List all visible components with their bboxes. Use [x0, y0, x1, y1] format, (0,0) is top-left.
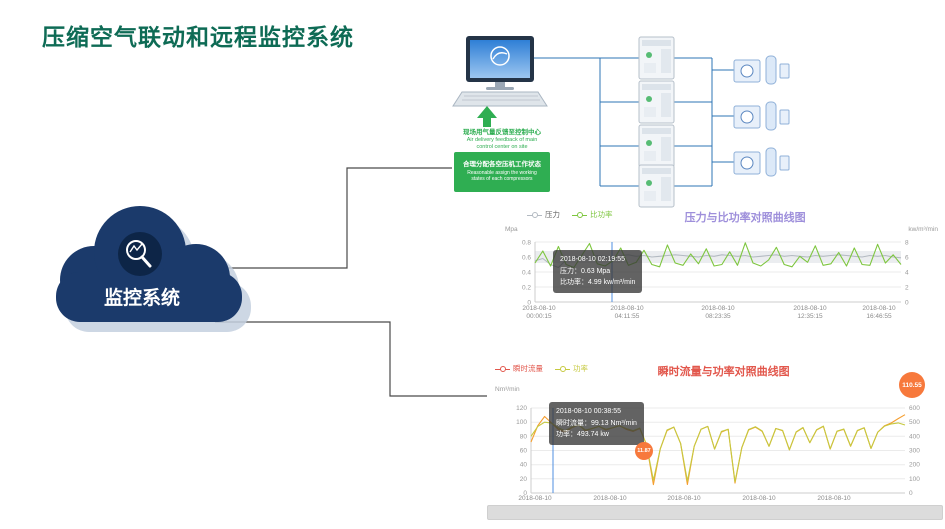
connector-line-top — [210, 167, 452, 269]
y-tick: 2 — [905, 285, 909, 292]
y-tick: 20 — [520, 476, 528, 483]
legend-label-pressure: 压力 — [545, 210, 560, 219]
dryer-unit-3 — [733, 147, 790, 177]
chart-pressure-power: 压力 比功率 压力与比功率对照曲线图 Mpa kw/m³/min 0.8 0.6… — [497, 208, 940, 340]
cloud-icon — [56, 206, 242, 322]
feedback-note-cn: 现场用气量反馈至控制中心 — [463, 129, 541, 136]
cloud-label: 监控系统 — [104, 286, 180, 309]
y-tick: 0 — [523, 490, 527, 497]
legend-item-power[interactable]: 功率 — [555, 363, 588, 374]
legend-marker-flow — [495, 366, 510, 373]
y-tick: 400 — [909, 433, 920, 440]
compressor-unit-4 — [638, 164, 675, 208]
y-tick: 120 — [516, 405, 527, 412]
legend-label-specific-power: 比功率 — [590, 210, 613, 219]
tooltip-line: 比功率：4.99 kw/m³/min — [560, 279, 636, 287]
legend-label-flow: 瞬时流量 — [513, 364, 543, 373]
feedback-note-en2: control center on site — [476, 144, 528, 150]
chart1-y-left-ticks: 0.8 0.6 0.4 0.2 0 — [522, 240, 531, 307]
y-tick: 0.4 — [522, 270, 531, 277]
datazoom-bar[interactable] — [487, 505, 943, 520]
y-tick: 4 — [905, 270, 909, 277]
tooltip-time: 2018-08-10 02:19:55 — [560, 256, 625, 263]
chart2-y-left-unit: Nm³/min — [495, 386, 520, 393]
compressor-unit-1 — [638, 36, 675, 80]
topology-diagram: 现场用气量反馈至控制中心 Air delivery feedback of ma… — [450, 28, 842, 212]
chart2-x-label: 2018-08-10 — [593, 495, 627, 502]
chart2-title: 瞬时流量与功率对照曲线图 — [657, 366, 790, 378]
legend-marker-specific-power — [572, 212, 587, 219]
chart1-legend: 压力 比功率 — [527, 209, 613, 220]
y-tick: 80 — [520, 433, 528, 440]
legend-item-pressure[interactable]: 压力 — [527, 209, 560, 220]
assign-box: 合理分配各空压机工作状态 Reasonable assign the worki… — [454, 152, 550, 192]
connector-line-bottom — [215, 321, 487, 397]
y-tick: 100 — [516, 419, 527, 426]
y-tick: 6 — [905, 255, 909, 262]
compressor-unit-3 — [638, 124, 675, 168]
y-tick: 0 — [905, 300, 909, 307]
y-tick: 600 — [909, 405, 920, 412]
chart2-x-label: 2018-08-10 — [667, 495, 701, 502]
y-tick: 0 — [909, 490, 913, 497]
y-tick: 40 — [520, 462, 528, 469]
chart1-title: 压力与比功率对照曲线图 — [684, 212, 806, 224]
y-tick: 0.2 — [522, 285, 531, 292]
page-title: 压缩空气联动和远程监控系统 — [42, 24, 354, 50]
legend-label-power: 功率 — [573, 364, 588, 373]
y-tick: 8 — [905, 240, 909, 247]
chart2-y-right-ticks: 600 500 400 300 200 100 0 — [909, 405, 920, 497]
chart1-tooltip: 2018-08-10 02:19:55 压力：0.63 Mpa 比功率：4.99… — [553, 250, 643, 293]
chart2-x-label: 2018-08-10 — [817, 495, 851, 502]
chart1-y-right-ticks: 8 6 4 2 0 — [905, 240, 909, 307]
dryer-unit-2 — [733, 101, 790, 131]
y-tick: 60 — [520, 448, 528, 455]
legend-marker-power — [555, 366, 570, 373]
up-arrow-icon — [477, 106, 497, 127]
y-tick: 0 — [527, 300, 531, 307]
dryer-unit-1 — [733, 55, 790, 85]
y-tick: 0.6 — [522, 255, 531, 262]
network-bus-right — [674, 57, 734, 187]
chart2-x-label: 2018-08-10 — [518, 495, 552, 502]
y-tick: 0.8 — [522, 240, 531, 247]
legend-item-specific-power[interactable]: 比功率 — [572, 209, 613, 220]
legend-marker-pressure — [527, 212, 542, 219]
chart2-tooltip: 2018-08-10 00:38:55 瞬时流量：99.13 Nm³/min 功… — [549, 402, 644, 445]
chart1-y-right-unit: kw/m³/min — [908, 226, 938, 233]
feedback-note: 现场用气量反馈至控制中心 Air delivery feedback of ma… — [450, 129, 554, 151]
y-tick: 200 — [909, 462, 920, 469]
tooltip-line: 功率：493.74 kw — [556, 431, 609, 439]
chart2-y-left-ticks: 120 100 80 60 40 20 0 — [516, 405, 527, 497]
topology-canvas — [452, 36, 790, 208]
keyboard-icon — [452, 91, 548, 107]
feedback-note-en1: Air delivery feedback of main — [466, 137, 538, 144]
chart1-y-left-unit: Mpa — [505, 226, 518, 233]
legend-item-flow[interactable]: 瞬时流量 — [495, 363, 543, 374]
y-tick: 100 — [909, 476, 920, 483]
monitoring-cloud: 监控系统 — [28, 192, 268, 352]
assign-box-en2: states of each compressors — [471, 176, 533, 183]
tooltip-time: 2018-08-10 00:38:55 — [556, 408, 621, 415]
chart2-legend: 瞬时流量 功率 — [495, 363, 588, 374]
magnifier-analytics-icon — [118, 232, 162, 276]
network-bus-left — [534, 57, 639, 187]
computer-monitor-icon — [466, 36, 534, 90]
chart-flow-power: 瞬时流量 功率 瞬时流量与功率对照曲线图 Nm³/min 120 100 80 … — [487, 358, 942, 506]
assign-box-cn: 合理分配各空压机工作状态 — [463, 161, 541, 169]
chart2-x-label: 2018-08-10 — [742, 495, 776, 502]
y-tick: 500 — [909, 419, 920, 426]
y-tick: 300 — [909, 448, 920, 455]
assign-box-en1: Reasonable assign the working — [467, 169, 537, 176]
tooltip-line: 瞬时流量：99.13 Nm³/min — [556, 419, 637, 427]
badge-min-value: 11.87 — [635, 442, 653, 460]
badge-end-value: 110.55 — [899, 372, 925, 398]
compressor-unit-2 — [638, 80, 675, 124]
tooltip-line: 压力：0.63 Mpa — [560, 267, 611, 275]
